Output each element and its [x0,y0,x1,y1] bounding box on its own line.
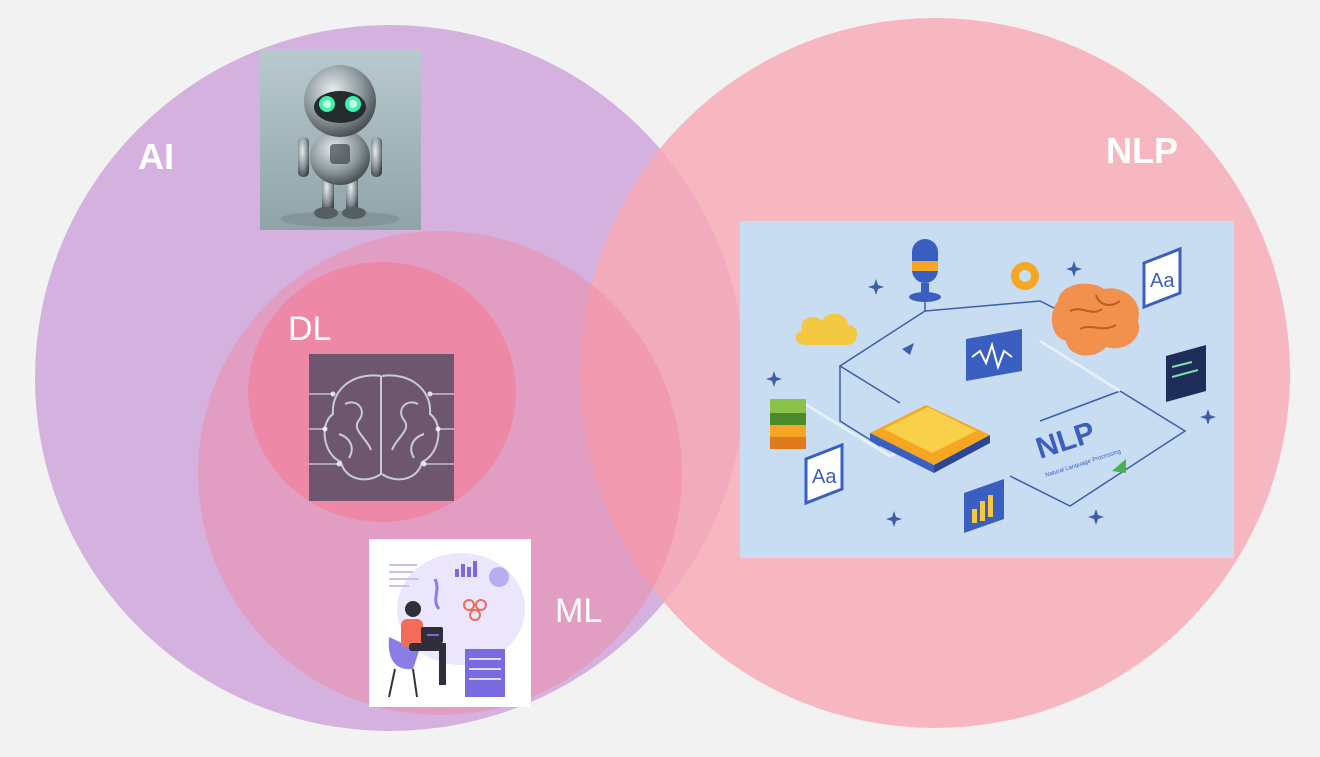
nlp-glyph-bottom: Aa [812,466,837,488]
nlp-glyph-top: Aa [1150,270,1175,292]
dl-label: DL [288,310,332,348]
nlp-illustration-image: Aa Aa NLP Natural Language Processing [740,221,1234,558]
ml-label: ML [555,592,603,630]
nlp-label: NLP [1106,130,1178,171]
robot-image [260,49,421,230]
brain-circuit-image [309,354,454,501]
ml-person-image [369,539,531,707]
ai-label: AI [138,136,174,177]
